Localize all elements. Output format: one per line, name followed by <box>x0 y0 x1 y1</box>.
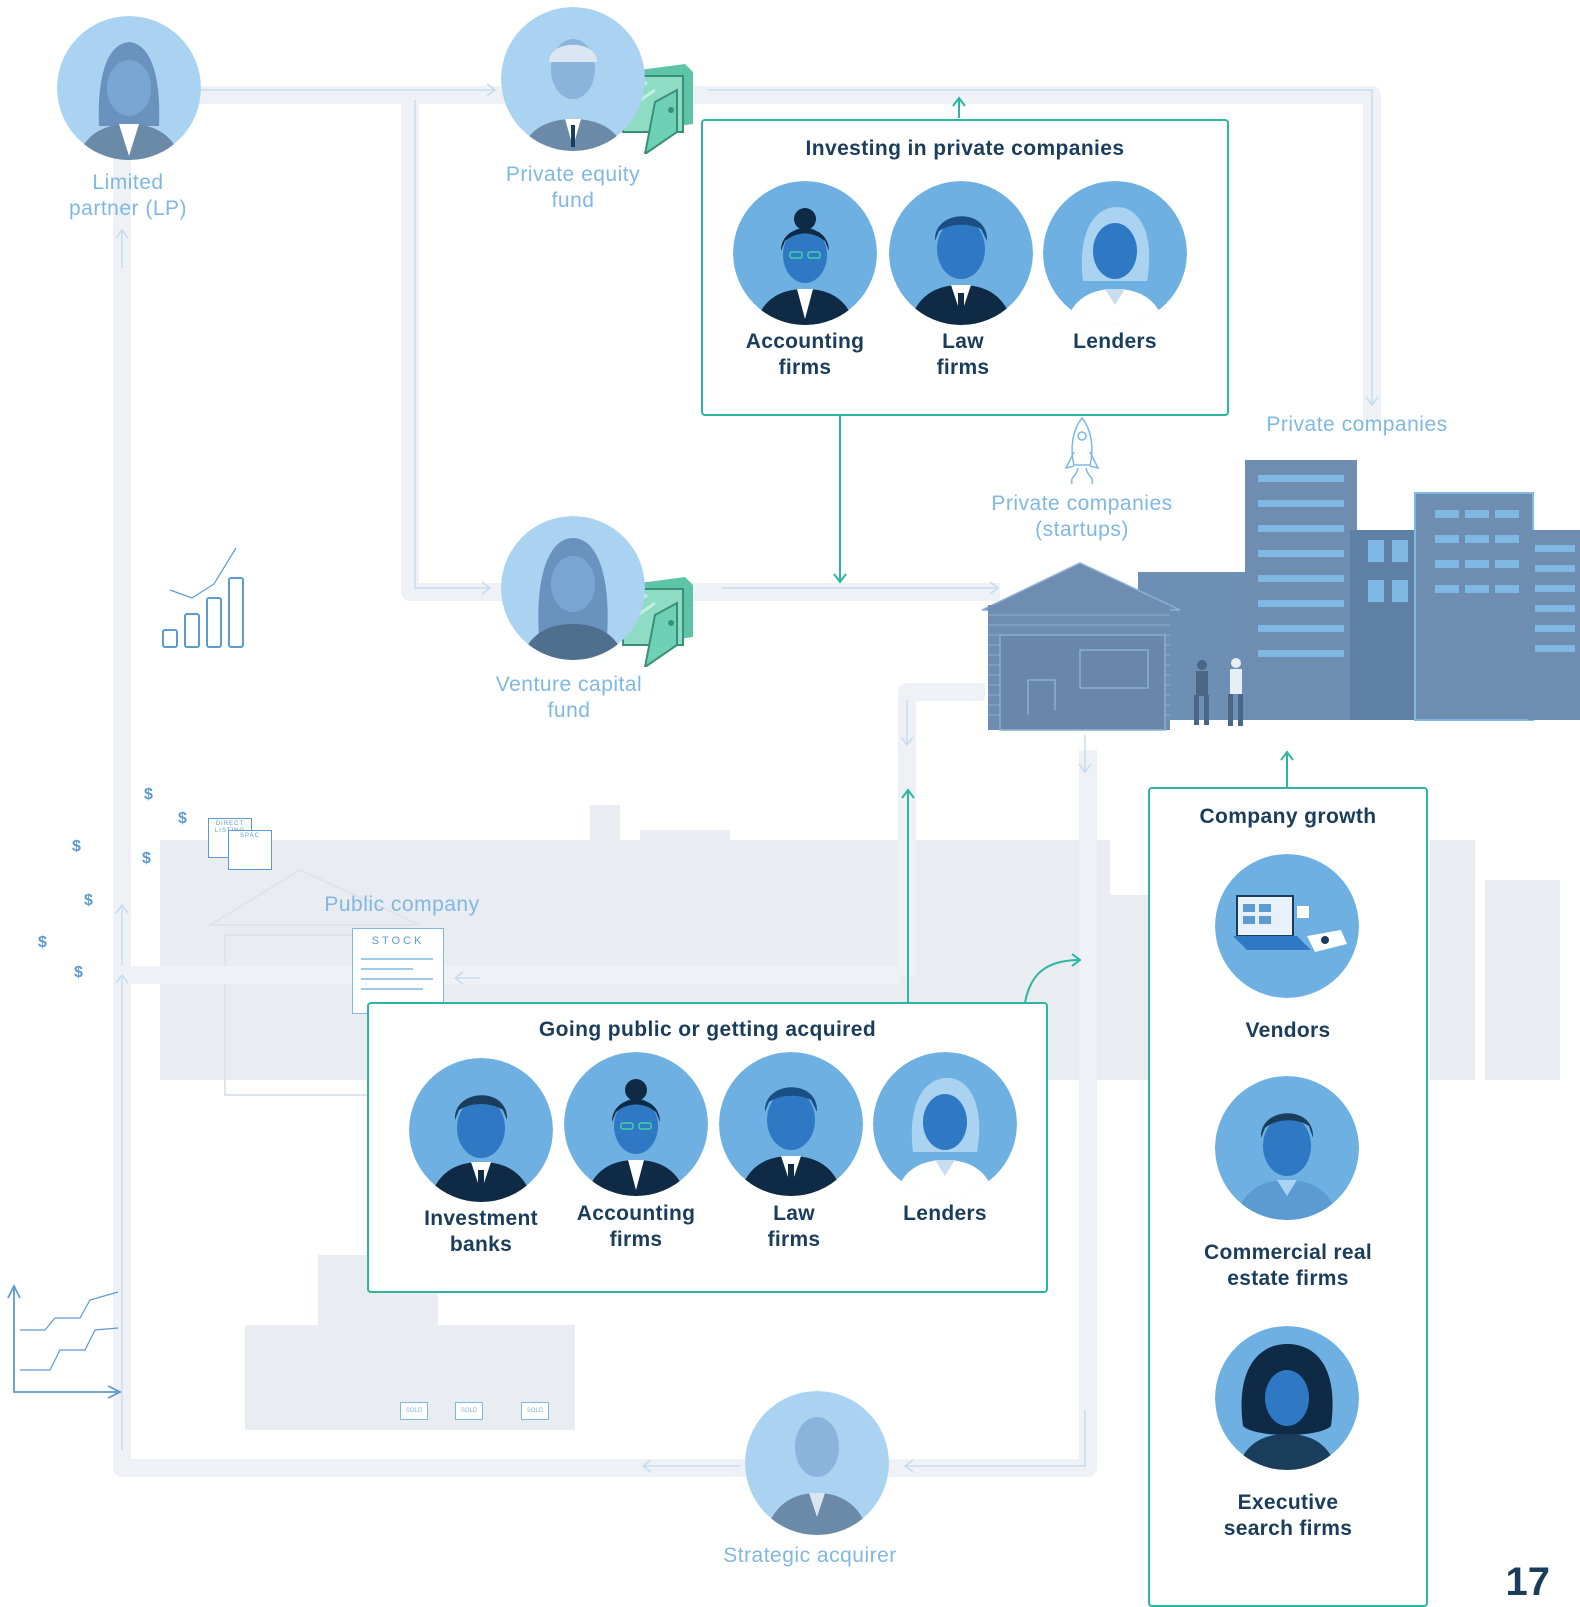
dollar-sign: $ <box>84 892 93 909</box>
sold-sign: SOLD <box>455 1402 483 1420</box>
sold-sign: SOLD <box>521 1402 549 1420</box>
venture-capital-fund-label: Venture capital fund <box>495 673 643 722</box>
executive-search-label: Executive search firms <box>1223 1491 1353 1540</box>
accounting-firms-label: Accounting firms <box>576 1202 696 1251</box>
rocket-icon <box>1064 416 1100 485</box>
private-companies-startups-label: Private companies (startups) <box>991 492 1173 541</box>
accounting-firms-avatar <box>564 1052 708 1196</box>
box-title: Investing in private companies <box>805 137 1125 160</box>
investment-banks-label: Investment banks <box>424 1207 538 1256</box>
dollar-sign: $ <box>144 786 153 803</box>
sold-sign: SOLD <box>400 1402 428 1420</box>
dollar-sign: $ <box>72 838 81 855</box>
step-chart-icon <box>7 1283 123 1399</box>
going-public-or-acquired-box: Going public or getting acquired <box>367 1002 1048 1293</box>
limited-partner-avatar <box>57 16 201 160</box>
box-title: Going public or getting acquired <box>538 1018 877 1041</box>
strategic-acquirer-label: Strategic acquirer <box>723 1544 897 1567</box>
page-number: 17 <box>1505 1560 1551 1604</box>
lenders-avatar <box>873 1052 1017 1196</box>
vendors-avatar <box>1215 854 1359 998</box>
box-title: Company growth <box>1199 805 1377 828</box>
law-firms-avatar <box>719 1052 863 1196</box>
lenders-avatar <box>1043 181 1187 325</box>
lenders-label: Lenders <box>1073 330 1157 353</box>
investment-banks-avatar <box>409 1058 553 1202</box>
dollar-sign: $ <box>142 850 151 867</box>
spac-document: SPAC <box>228 830 272 870</box>
public-company-label: Public company <box>324 893 480 916</box>
accounting-firms-avatar <box>733 181 877 325</box>
private-equity-fund-label: Private equity fund <box>505 163 641 212</box>
investing-in-private-companies-box: Investing in private companies Accountin… <box>701 119 1229 416</box>
law-firms-avatar <box>889 181 1033 325</box>
executive-search-avatar <box>1215 1326 1359 1470</box>
company-growth-box: Company growth Vendors Commercial real e… <box>1148 787 1428 1607</box>
growth-chart-icon <box>162 547 244 648</box>
venture-capital-fund-avatar <box>501 516 645 660</box>
private-equity-fund-avatar <box>501 7 645 151</box>
stock-certificate-title: STOCK <box>371 935 425 947</box>
limited-partner-label: Limited partner (LP) <box>68 171 188 220</box>
lenders-label: Lenders <box>903 1202 987 1225</box>
vendors-label: Vendors <box>1245 1019 1331 1042</box>
stock-certificate: STOCK <box>352 928 444 1014</box>
dollar-sign: $ <box>178 810 187 827</box>
city-buildings <box>981 460 1580 731</box>
accounting-firms-label: Accounting firms <box>745 330 865 379</box>
stock-certificate-lines <box>361 958 433 990</box>
law-firms-label: Law firms <box>936 330 990 379</box>
commercial-real-estate-avatar <box>1215 1076 1359 1220</box>
dollar-sign: $ <box>38 934 47 951</box>
law-firms-label: Law firms <box>767 1202 821 1251</box>
commercial-real-estate-label: Commercial real estate firms <box>1204 1241 1372 1290</box>
strategic-acquirer-avatar <box>745 1391 889 1535</box>
dollar-sign: $ <box>74 964 83 981</box>
private-companies-label: Private companies <box>1266 413 1448 436</box>
